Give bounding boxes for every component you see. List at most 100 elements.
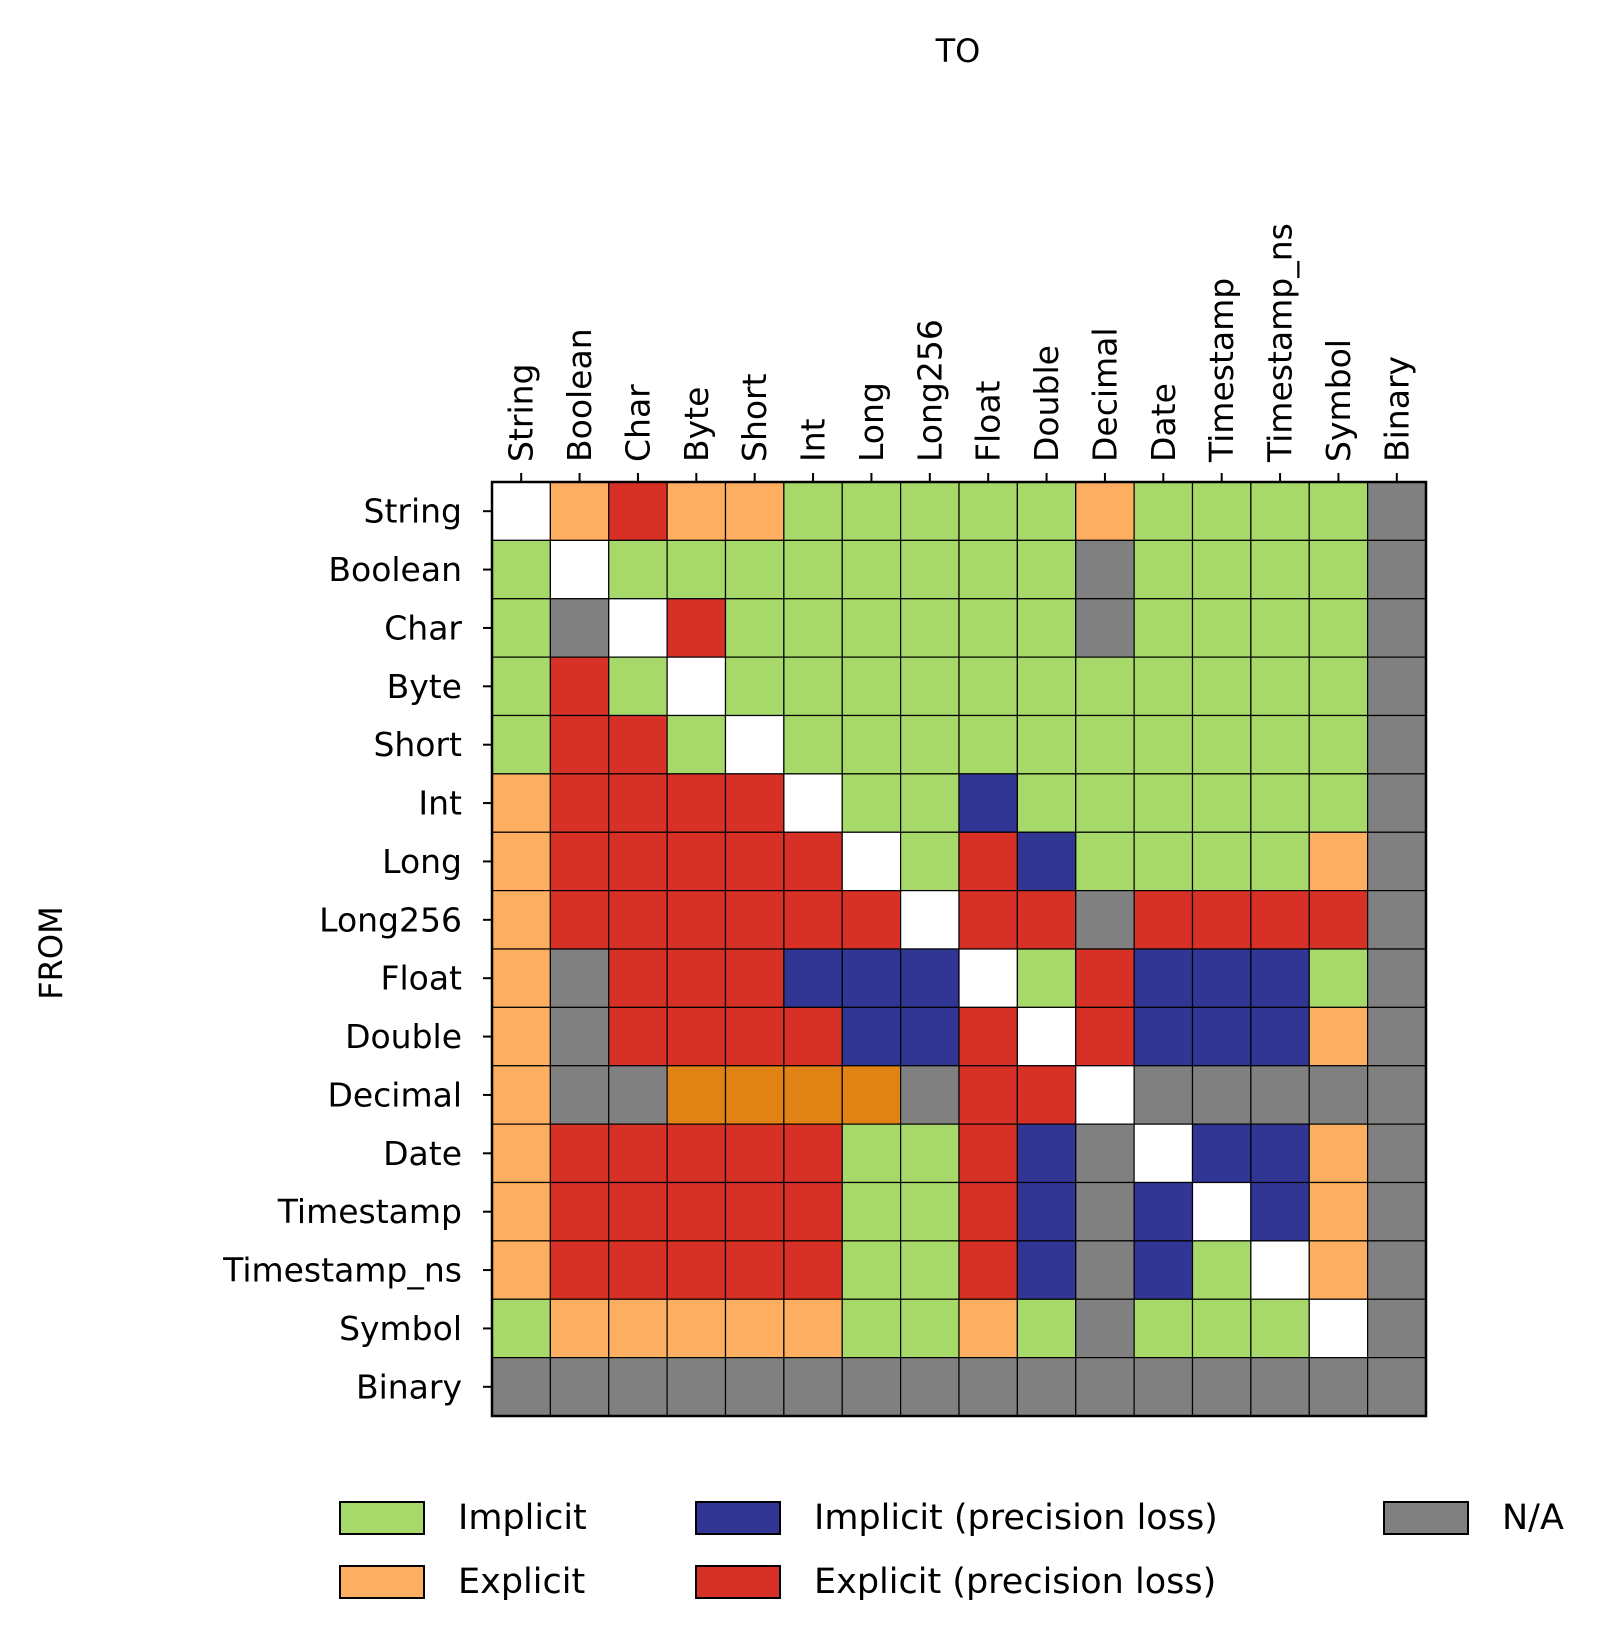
heatmap-cell [491,539,551,600]
heatmap-cell [1191,1006,1252,1067]
heatmap-cell [666,948,727,1008]
y-tick-label: Int [418,784,462,823]
y-tick-label: Double [345,1017,462,1056]
heatmap-cell [900,890,960,950]
heatmap-cell [958,773,1018,833]
heatmap-cell [549,1357,610,1417]
heatmap-cell [549,1123,610,1184]
heatmap-cell [549,948,610,1008]
heatmap-cell [1367,773,1427,833]
heatmap-cells [491,481,1427,1417]
heatmap-cell [841,773,902,833]
x-tick-label: Symbol [1319,339,1358,462]
heatmap-cell [1367,539,1427,600]
heatmap-cell [1191,831,1252,892]
x-tick-label: Int [794,418,833,462]
heatmap-cell [549,481,610,541]
x-tick-label: Timestamp [1202,278,1241,463]
heatmap-cell [1308,948,1369,1008]
heatmap-cell [1367,1006,1427,1067]
heatmap-cell [1075,1298,1135,1359]
heatmap-cell [900,656,960,717]
heatmap-cell [1016,1298,1077,1359]
heatmap-cell [1075,831,1135,892]
heatmap-cell [1075,948,1135,1008]
heatmap-cell [1308,1181,1369,1242]
x-tick-label: Long [852,382,891,462]
heatmap-cell [491,948,551,1008]
heatmap-cell [1191,1123,1252,1184]
heatmap-cell [1191,1181,1252,1242]
heatmap-cell [1016,1357,1077,1417]
heatmap-cell [491,598,551,658]
heatmap-cell [549,890,610,950]
heatmap-cell [1133,773,1194,833]
heatmap-cell [1016,714,1077,775]
x-tick-label: Float [969,380,1008,462]
heatmap-cell [1308,714,1369,775]
heatmap-cell [958,714,1018,775]
heatmap-cell [491,831,551,892]
heatmap-cell [666,598,727,658]
y-tick-label: Char [384,608,462,647]
heatmap-cell [1191,1298,1252,1359]
heatmap-cell [491,890,551,950]
heatmap-cell [724,598,785,658]
y-axis-label: FROM [32,906,70,999]
heatmap-cell [1250,481,1310,541]
heatmap-cell [1367,1240,1427,1300]
heatmap-cell [783,1181,843,1242]
heatmap-cell [1308,1006,1369,1067]
heatmap-cell [1191,1065,1252,1125]
heatmap-cell [608,1065,668,1125]
heatmap-cell [1250,831,1310,892]
heatmap-cell [1367,1065,1427,1125]
heatmap-cell [1308,539,1369,600]
heatmap-cell [724,1240,785,1300]
heatmap-cell [491,1123,551,1184]
heatmap-cell [1133,481,1194,541]
heatmap-cell [958,831,1018,892]
heatmap-cell [1250,714,1310,775]
heatmap-cell [841,1181,902,1242]
heatmap-cell [549,1065,610,1125]
legend-swatch [1383,1501,1469,1535]
heatmap-cell [783,948,843,1008]
heatmap-cell [549,1240,610,1300]
heatmap-cell [491,1298,551,1359]
plot-frame [490,480,1428,1418]
heatmap-cell [1133,714,1194,775]
heatmap-cell [841,598,902,658]
heatmap-cell [491,656,551,717]
heatmap-cell [549,1298,610,1359]
heatmap-cell [1075,1357,1135,1417]
heatmap-cell [1016,1181,1077,1242]
heatmap-cell [1191,714,1252,775]
heatmap-cell [608,1181,668,1242]
heatmap-cell [1250,1006,1310,1067]
heatmap-cell [724,539,785,600]
heatmap-cell [1308,598,1369,658]
heatmap-cell [958,656,1018,717]
heatmap-cell [1308,1240,1369,1300]
heatmap-cell [1367,890,1427,950]
y-tick-label: Float [380,959,462,998]
heatmap-cell [724,1298,785,1359]
heatmap-cell [1250,539,1310,600]
heatmap-cell [1016,481,1077,541]
heatmap-cell [1367,714,1427,775]
heatmap-cell [841,539,902,600]
heatmap-cell [608,539,668,600]
heatmap-cell [900,1298,960,1359]
y-tick-label: Boolean [328,550,462,589]
heatmap-cell [491,1181,551,1242]
heatmap-cell [783,656,843,717]
heatmap-cell [900,773,960,833]
heatmap-cell [549,831,610,892]
y-tick-label: Date [383,1134,462,1173]
heatmap-cell [608,1298,668,1359]
heatmap-cell [491,1240,551,1300]
heatmap-cell [549,1006,610,1067]
